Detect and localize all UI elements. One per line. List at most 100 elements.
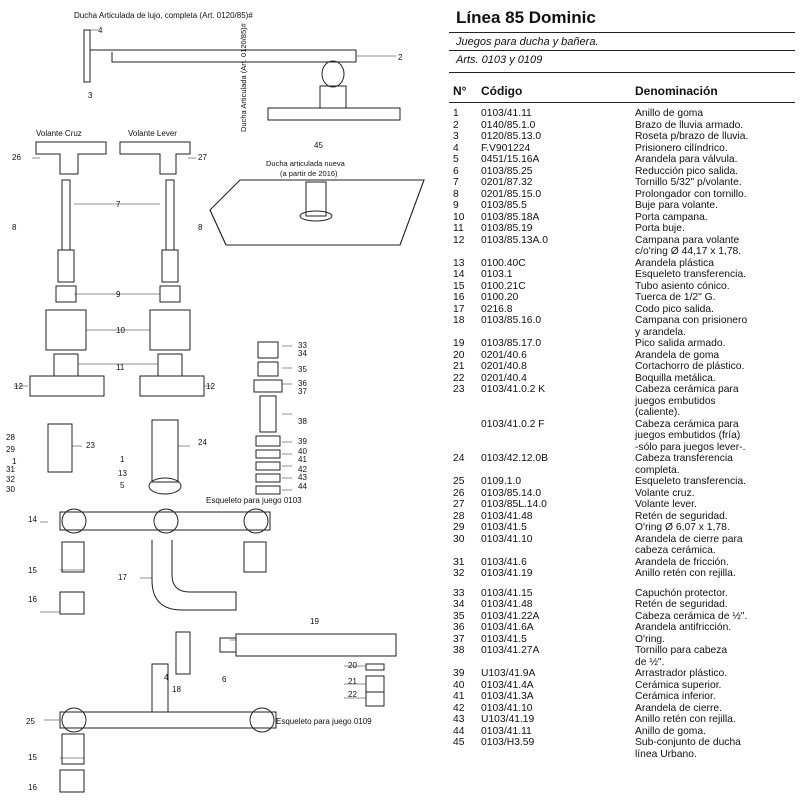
row-number: 41 bbox=[453, 691, 465, 702]
row-code: 0100.20 bbox=[481, 292, 519, 303]
row-number: 31 bbox=[453, 556, 465, 568]
row-name: Tubo asiento cónico. bbox=[635, 280, 730, 292]
row-name: Cerámica inferior. bbox=[635, 691, 716, 702]
callout-number: 1 bbox=[120, 455, 125, 464]
row-name: Prisionero cilíndrico. bbox=[635, 142, 728, 154]
callout-number: 33 bbox=[298, 341, 307, 350]
row-code: 0100.21C bbox=[481, 280, 526, 292]
ceramic-head-23 bbox=[47, 423, 73, 473]
diagram-caption: Esqueleto para juego 0109 bbox=[276, 717, 372, 726]
row-code: 0103/85.13A.0 bbox=[481, 234, 548, 246]
diagram-caption: Volante Lever bbox=[128, 129, 177, 138]
row-number: 44 bbox=[453, 725, 465, 737]
row-name: Porta buje. bbox=[635, 223, 685, 234]
row-name: Retén de seguridad. bbox=[635, 599, 728, 610]
row-code: 0140/85.1.0 bbox=[481, 119, 536, 131]
callout-number: 39 bbox=[298, 437, 307, 446]
new-shower-head-part bbox=[209, 179, 425, 246]
callout-number: 12 bbox=[14, 382, 23, 391]
diagram-caption: (a partir de 2016) bbox=[280, 169, 338, 178]
row-name: Arandela de fricción. bbox=[635, 556, 729, 568]
callout-number: 13 bbox=[118, 469, 127, 478]
callout-number: 40 bbox=[298, 447, 307, 456]
callout-number: 21 bbox=[348, 677, 357, 686]
row-number: 3 bbox=[453, 131, 459, 142]
callout-number: 34 bbox=[298, 349, 307, 358]
callout-number: 29 bbox=[6, 445, 15, 454]
callout-number: 3 bbox=[88, 91, 93, 100]
row-name: Tornillo para cabeza de ½". bbox=[635, 645, 728, 668]
row-name: Cerámica superior. bbox=[635, 679, 722, 691]
shower-head-part bbox=[267, 107, 401, 121]
row-number: 21 bbox=[453, 361, 465, 372]
callout-number: 5 bbox=[120, 481, 125, 490]
callout-number: 4 bbox=[98, 26, 103, 35]
header-code: Código bbox=[481, 84, 523, 98]
row-name: Anillo de goma bbox=[635, 108, 704, 119]
row-name: Prolongador con tornillo. bbox=[635, 188, 747, 200]
row-code: 0103/41.10 bbox=[481, 533, 533, 545]
row-code: 0120/85.13.0 bbox=[481, 131, 542, 142]
callout-number: 6 bbox=[222, 675, 227, 684]
row-name: Arrastrador plástico. bbox=[635, 668, 728, 679]
row-number: 22 bbox=[453, 372, 465, 384]
diagram-caption: Ducha Articulada de lujo, completa (Art.… bbox=[74, 11, 253, 20]
callout-number: 31 bbox=[6, 465, 15, 474]
row-number: 38 bbox=[453, 645, 465, 656]
row-name: Cabeza cerámica para juegos embutidos (c… bbox=[635, 384, 739, 418]
row-number: 20 bbox=[453, 349, 465, 361]
row-number: 2 bbox=[453, 119, 459, 131]
row-number: 37 bbox=[453, 633, 465, 645]
row-number: 1 bbox=[453, 108, 459, 119]
row-name: Campana con prisionero y arandela. bbox=[635, 315, 748, 338]
row-number: 13 bbox=[453, 257, 465, 269]
subtitle: Juegos para ducha y bañera. bbox=[456, 36, 599, 48]
row-code: 0103/42.12.0B bbox=[481, 453, 548, 464]
callout-number: 8 bbox=[12, 223, 17, 232]
row-name: O'ring. bbox=[635, 633, 666, 645]
skeleton-0109 bbox=[59, 711, 277, 729]
divider bbox=[449, 32, 795, 33]
row-number: 12 bbox=[453, 234, 465, 246]
row-code: 0103/41.11 bbox=[481, 108, 532, 119]
row-code: 0103.1 bbox=[481, 269, 513, 280]
row-number: 14 bbox=[453, 269, 465, 280]
row-name: O'ring Ø 6,07 x 1,78. bbox=[635, 522, 730, 533]
shower-head-connector bbox=[319, 85, 347, 109]
volante-cruz-handle bbox=[35, 141, 107, 175]
callout-number: 22 bbox=[348, 690, 357, 699]
row-name: Sub-conjunto de ducha línea Urbano. bbox=[635, 737, 741, 760]
row-code: 0103/H3.59 bbox=[481, 737, 535, 748]
row-number: 7 bbox=[453, 177, 459, 188]
ceramic-head-24 bbox=[151, 419, 179, 483]
screw-part bbox=[61, 179, 71, 251]
callout-number: 18 bbox=[172, 685, 181, 694]
divider bbox=[449, 72, 795, 73]
row-number: 17 bbox=[453, 303, 465, 315]
callout-number: 20 bbox=[348, 661, 357, 670]
row-name: Capuchón protector. bbox=[635, 587, 728, 599]
diagram-caption: Esqueleto para juego 0103 bbox=[206, 496, 302, 505]
row-name: Buje para volante. bbox=[635, 200, 719, 211]
row-name: Codo pico salida. bbox=[635, 303, 714, 315]
page-title: Línea 85 Dominic bbox=[456, 8, 596, 27]
row-name: Roseta p/brazo de lluvia. bbox=[635, 131, 749, 142]
row-name: Volante cruz. bbox=[635, 487, 695, 499]
row-name: Cabeza transferencia completa. bbox=[635, 453, 733, 476]
row-name: Esqueleto transferencia. bbox=[635, 476, 747, 487]
